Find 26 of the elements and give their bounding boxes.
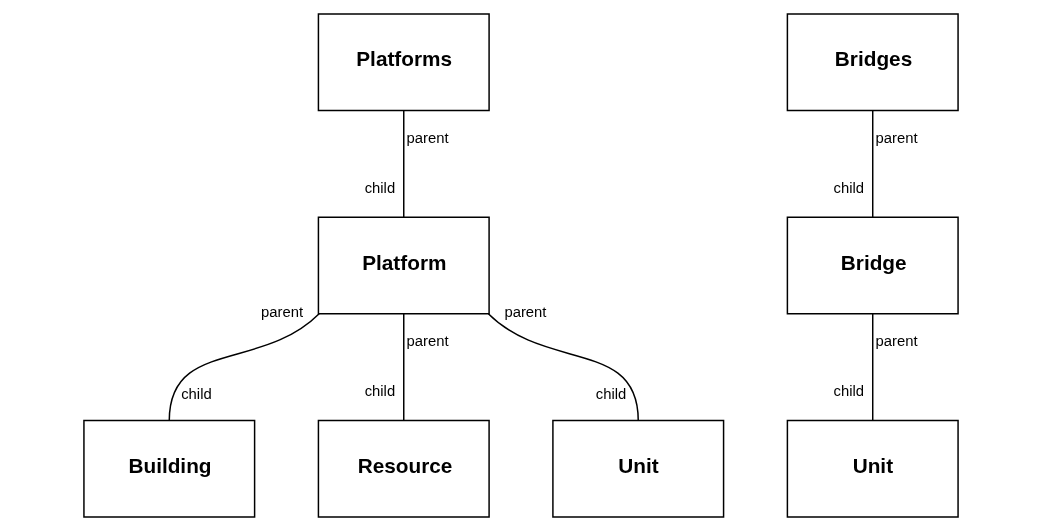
- label: child: [595, 386, 626, 403]
- connector: [487, 313, 639, 422]
- connector: [402, 313, 404, 422]
- label: child: [833, 179, 864, 196]
- label: child: [833, 382, 864, 399]
- node-box: Unit: [551, 419, 724, 518]
- connector: [402, 109, 404, 218]
- node-box: Platforms: [317, 13, 490, 112]
- label: parent: [875, 332, 918, 349]
- label: parent: [260, 303, 303, 320]
- label: child: [364, 179, 395, 196]
- connector: [168, 313, 320, 422]
- label: child: [180, 386, 212, 403]
- label: parent: [406, 129, 449, 146]
- connector: [871, 109, 873, 218]
- node-box: Building: [82, 419, 255, 518]
- node-box: Bridge: [786, 216, 959, 315]
- label: parent: [503, 303, 546, 320]
- node-box: Resource: [317, 419, 490, 518]
- node-box: Bridges: [786, 13, 959, 112]
- label: child: [364, 382, 395, 399]
- node-box: Platform: [317, 216, 490, 315]
- label: parent: [406, 332, 449, 349]
- connector: [871, 313, 873, 422]
- label: parent: [875, 129, 918, 146]
- node-box: Unit: [786, 419, 959, 518]
